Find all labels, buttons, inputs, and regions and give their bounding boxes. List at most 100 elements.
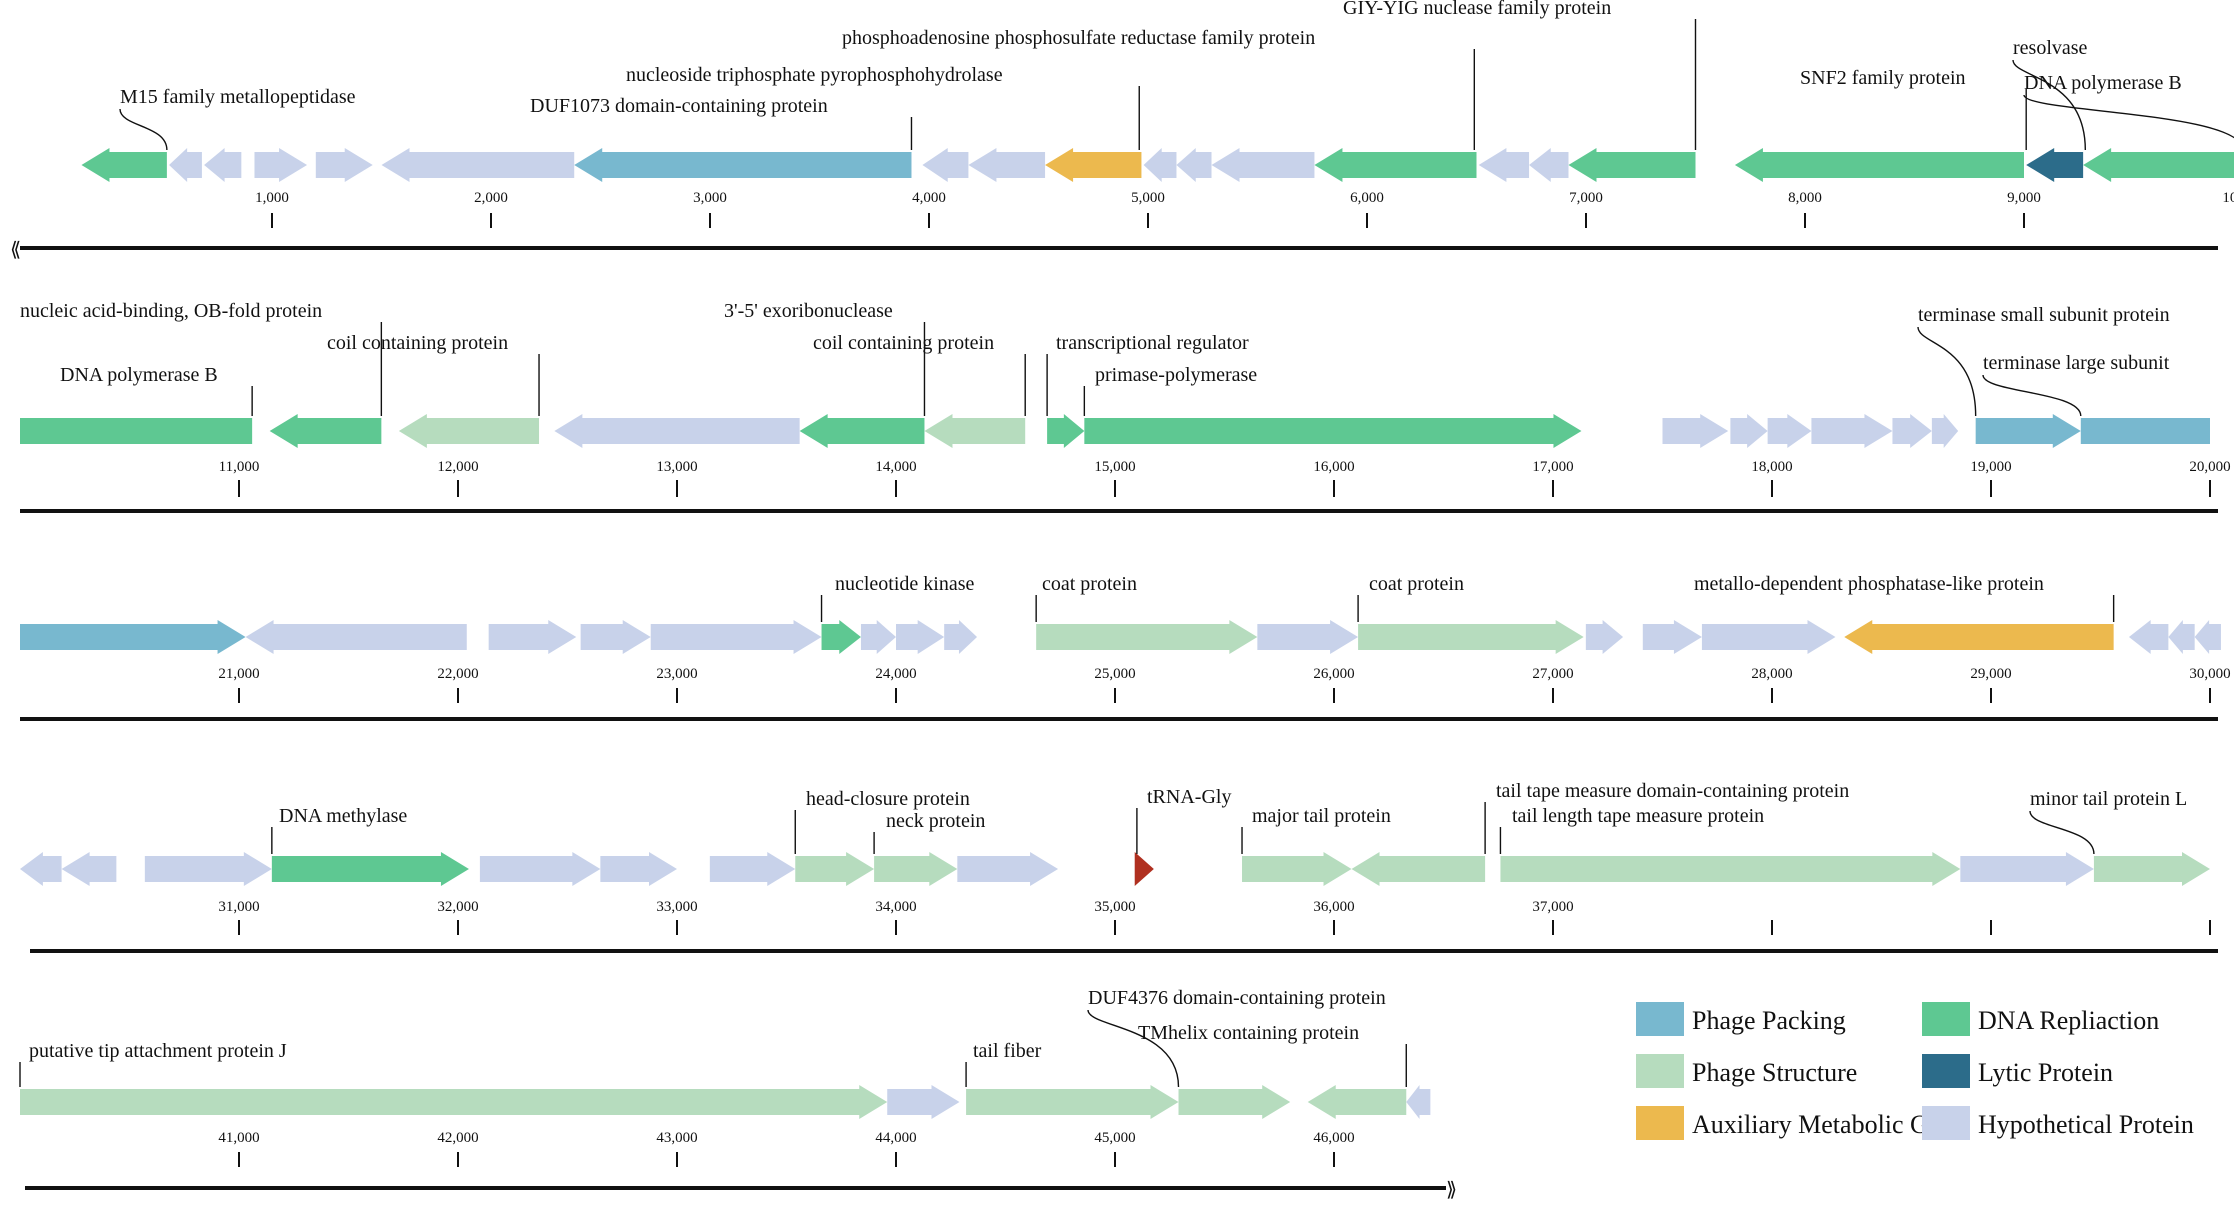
gene-label: metallo-dependent phosphatase-like prote… bbox=[1694, 573, 2044, 595]
gene-label: coat protein bbox=[1042, 573, 1137, 595]
tick-label: 8,000 bbox=[1788, 190, 1822, 206]
gene-arrow-hypothetical bbox=[1529, 148, 1569, 182]
tick-label: 6,000 bbox=[1350, 190, 1384, 206]
tick-label: 19,000 bbox=[1970, 459, 2011, 475]
tick-label: 7,000 bbox=[1569, 190, 1603, 206]
gene-arrow-hypothetical bbox=[1730, 414, 1768, 448]
gene-arrow-hypothetical bbox=[600, 852, 677, 886]
gene-arrow-hypothetical bbox=[1176, 148, 1212, 182]
gene-label: resolvase bbox=[2013, 37, 2088, 59]
gene-arrow-hypothetical bbox=[1662, 414, 1729, 448]
gene-label: DNA polymerase B bbox=[60, 364, 218, 386]
gene-arrow-structure bbox=[1307, 1085, 1407, 1119]
tick-label: 10,000 bbox=[2222, 190, 2234, 206]
gene-label: tail tape measure domain-containing prot… bbox=[1496, 780, 1849, 802]
tick-label: 32,000 bbox=[437, 899, 478, 915]
gene-arrow-hypothetical bbox=[2128, 620, 2169, 654]
axis-start-marker: ⟪ bbox=[10, 239, 21, 261]
label-leader-line bbox=[2023, 94, 2234, 139]
gene-arrow-structure bbox=[1242, 852, 1352, 886]
gene-arrow-replication bbox=[269, 414, 382, 448]
tick-label: 31,000 bbox=[218, 899, 259, 915]
gene-arrow-structure bbox=[1351, 852, 1486, 886]
tick-label: 34,000 bbox=[875, 899, 916, 915]
tick-label: 4,000 bbox=[912, 190, 946, 206]
tick-label: 20,000 bbox=[2189, 459, 2230, 475]
legend-label: DNA Repliaction bbox=[1978, 1006, 2159, 1035]
gene-arrow-hypothetical bbox=[1143, 148, 1177, 182]
gene-arrow-structure bbox=[874, 852, 958, 886]
tick-label: 35,000 bbox=[1094, 899, 1135, 915]
gene-arrow-replication bbox=[1047, 414, 1085, 448]
gene-label: DUF4376 domain-containing protein bbox=[1088, 987, 1386, 1009]
axis-end-marker: ⟫ bbox=[1446, 1179, 1457, 1201]
gene-arrow-lytic bbox=[2026, 148, 2084, 182]
gene-arrow-hypothetical bbox=[1406, 1085, 1431, 1119]
gene-arrow-replication bbox=[1568, 148, 1696, 182]
tick-label: 46,000 bbox=[1313, 1130, 1354, 1146]
gene-arrow-hypothetical bbox=[1211, 148, 1315, 182]
tick-label: 21,000 bbox=[218, 666, 259, 682]
tick-label: 33,000 bbox=[656, 899, 697, 915]
tick-label: 26,000 bbox=[1313, 666, 1354, 682]
gene-label: DNA polymerase B bbox=[2024, 72, 2182, 94]
gene-label: nucleic acid-binding, OB-fold protein bbox=[20, 300, 322, 322]
gene-arrow-replication bbox=[1314, 148, 1477, 182]
gene-arrow-packing bbox=[574, 148, 912, 182]
gene-arrow-replication bbox=[2083, 148, 2234, 182]
tick-label: 45,000 bbox=[1094, 1130, 1135, 1146]
gene-arrow-hypothetical bbox=[580, 620, 651, 654]
tick-label: 30,000 bbox=[2189, 666, 2230, 682]
tick-label: 36,000 bbox=[1313, 899, 1354, 915]
gene-arrow-replication bbox=[20, 418, 253, 444]
gene-arrow-hypothetical bbox=[315, 148, 373, 182]
gene-arrow-structure bbox=[1500, 852, 1961, 886]
tick-label: 5,000 bbox=[1131, 190, 1165, 206]
gene-arrow-structure bbox=[966, 1085, 1179, 1119]
gene-label: neck protein bbox=[886, 810, 985, 832]
tick-label: 25,000 bbox=[1094, 666, 1135, 682]
label-leader-line bbox=[119, 108, 168, 151]
gene-arrow-packing bbox=[2080, 418, 2210, 444]
gene-label: coat protein bbox=[1369, 573, 1464, 595]
tick-label: 17,000 bbox=[1532, 459, 1573, 475]
gene-arrow-hypothetical bbox=[944, 620, 978, 654]
gene-arrow-amg bbox=[1844, 620, 2114, 654]
legend-swatch-hypothetical bbox=[1922, 1106, 1970, 1140]
legend-label: Phage Structure bbox=[1692, 1058, 1857, 1087]
gene-label: tail length tape measure protein bbox=[1512, 805, 1764, 827]
gene-label: transcriptional regulator bbox=[1056, 332, 1249, 354]
gene-label: tRNA-Gly bbox=[1147, 786, 1231, 808]
gene-arrow-replication bbox=[81, 148, 167, 182]
legend-label: Lytic Protein bbox=[1978, 1058, 2113, 1087]
tick-label: 22,000 bbox=[437, 666, 478, 682]
legend-label: Auxiliary Metabolic Gene bbox=[1692, 1110, 1965, 1139]
gene-label: head-closure protein bbox=[806, 788, 970, 810]
gene-arrow-hypothetical bbox=[2194, 620, 2221, 654]
gene-arrow-structure bbox=[1178, 1085, 1291, 1119]
gene-arrow-hypothetical bbox=[381, 148, 575, 182]
gene-arrow-structure bbox=[398, 414, 540, 448]
label-leader-line bbox=[2029, 810, 2095, 855]
gene-arrow-hypothetical bbox=[922, 148, 969, 182]
gene-label: M15 family metallopeptidase bbox=[120, 86, 356, 108]
gene-arrow-hypothetical bbox=[896, 620, 945, 654]
legend-swatch-structure bbox=[1636, 1054, 1684, 1088]
gene-label: primase-polymerase bbox=[1095, 364, 1257, 386]
gene-arrow-replication bbox=[1734, 148, 2024, 182]
tick-label: 43,000 bbox=[656, 1130, 697, 1146]
gene-label: DNA methylase bbox=[279, 805, 407, 827]
tick-label: 24,000 bbox=[875, 666, 916, 682]
gene-label: nucleoside triphosphate pyrophosphohydro… bbox=[626, 64, 1003, 86]
label-leader-line bbox=[1087, 1009, 1180, 1088]
gene-arrow-hypothetical bbox=[1960, 852, 2094, 886]
gene-label: nucleotide kinase bbox=[835, 573, 975, 595]
tick-label: 41,000 bbox=[218, 1130, 259, 1146]
tick-label: 27,000 bbox=[1532, 666, 1573, 682]
